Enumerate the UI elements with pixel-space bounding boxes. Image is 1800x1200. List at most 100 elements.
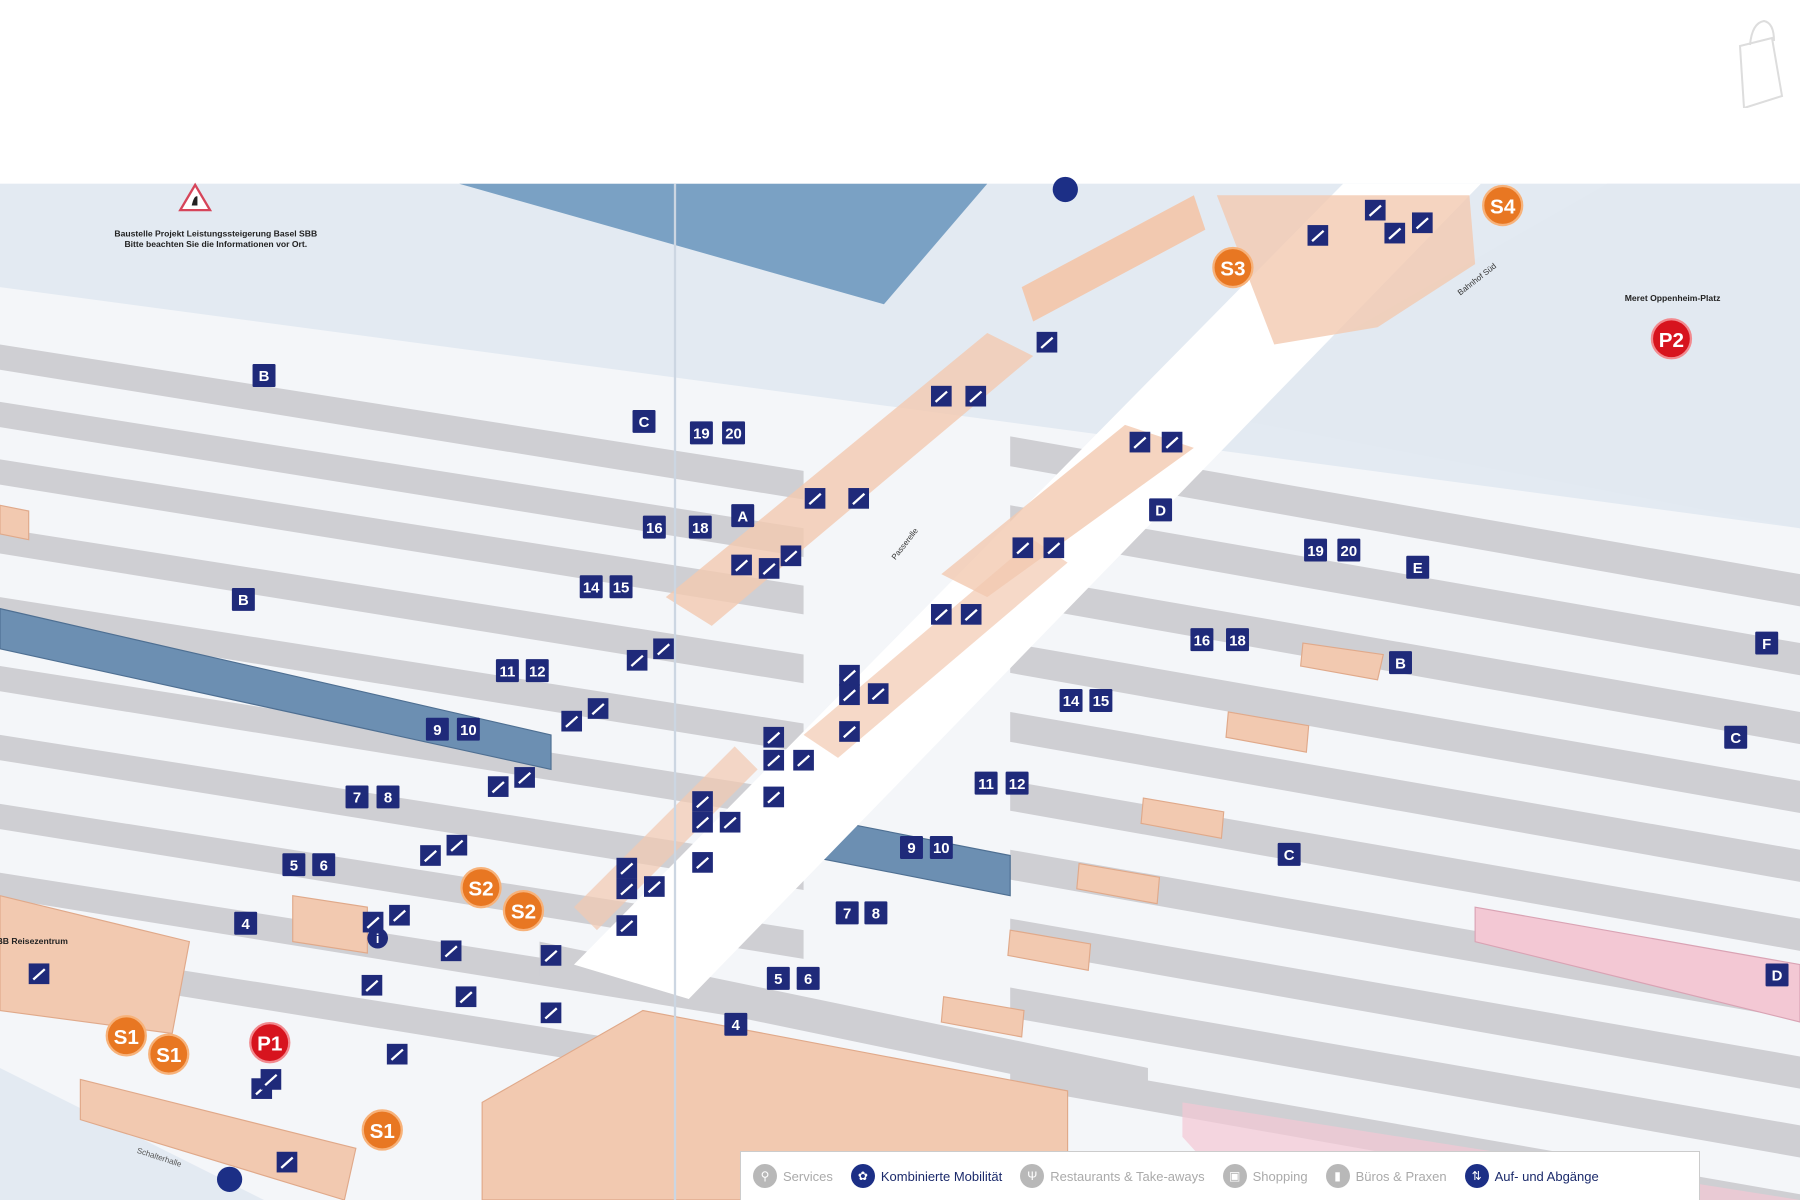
escalator-icon[interactable] bbox=[276, 1151, 298, 1173]
escalator-icon[interactable] bbox=[763, 726, 785, 748]
escalator-icon[interactable] bbox=[848, 488, 870, 509]
escalator-icon[interactable] bbox=[540, 945, 562, 966]
escalator-icon[interactable] bbox=[361, 974, 383, 996]
legend-item[interactable]: ▣Shopping bbox=[1222, 1164, 1308, 1188]
escalator-icon[interactable] bbox=[644, 876, 665, 897]
legend-item[interactable]: ✿Kombinierte Mobilität bbox=[850, 1164, 1002, 1188]
escalator-icon[interactable] bbox=[446, 834, 468, 856]
platform-marker[interactable]: 5 bbox=[282, 853, 306, 877]
platform-marker[interactable]: D bbox=[1149, 498, 1173, 522]
platform-marker[interactable]: 15 bbox=[609, 575, 633, 599]
stairs-marker[interactable]: S1 bbox=[148, 1033, 190, 1075]
platform-marker[interactable]: 14 bbox=[579, 575, 603, 599]
escalator-icon[interactable] bbox=[839, 721, 860, 742]
escalator-icon[interactable] bbox=[867, 683, 889, 704]
escalator-icon[interactable] bbox=[763, 749, 785, 771]
escalator-icon[interactable] bbox=[1129, 431, 1151, 453]
platform-marker[interactable]: D bbox=[1765, 963, 1789, 987]
escalator-icon[interactable] bbox=[1161, 431, 1183, 453]
platform-marker[interactable]: B bbox=[252, 364, 276, 387]
platform-marker[interactable]: 4 bbox=[234, 911, 258, 935]
escalator-icon[interactable] bbox=[1411, 212, 1433, 234]
platform-marker[interactable]: 12 bbox=[1005, 771, 1029, 795]
escalator-icon[interactable] bbox=[561, 710, 583, 732]
escalator-icon[interactable] bbox=[1012, 537, 1034, 559]
escalator-icon[interactable] bbox=[930, 604, 952, 625]
escalator-icon[interactable] bbox=[386, 1043, 408, 1065]
platform-marker[interactable]: 10 bbox=[929, 835, 953, 859]
platform-marker[interactable]: C bbox=[632, 409, 656, 433]
stairs-marker[interactable]: S1 bbox=[361, 1109, 403, 1151]
escalator-icon[interactable] bbox=[455, 986, 477, 1008]
escalator-icon[interactable] bbox=[514, 767, 535, 788]
escalator-icon[interactable] bbox=[653, 638, 674, 660]
escalator-icon[interactable] bbox=[1307, 225, 1329, 246]
escalator-icon[interactable] bbox=[692, 791, 713, 812]
escalator-icon[interactable] bbox=[793, 749, 814, 771]
stairs-marker[interactable]: S1 bbox=[105, 1015, 147, 1057]
platform-marker[interactable]: 8 bbox=[864, 901, 888, 925]
stairs-marker[interactable]: S4 bbox=[1482, 184, 1524, 227]
platform-marker[interactable]: 8 bbox=[376, 785, 400, 809]
platform-marker[interactable]: 9 bbox=[425, 717, 449, 741]
escalator-icon[interactable] bbox=[1043, 537, 1065, 559]
escalator-icon[interactable] bbox=[960, 604, 982, 625]
escalator-icon[interactable] bbox=[763, 786, 785, 808]
mobility-icon[interactable] bbox=[216, 1166, 243, 1192]
escalator-icon[interactable] bbox=[1036, 331, 1058, 353]
escalator-icon[interactable] bbox=[616, 878, 638, 900]
escalator-icon[interactable] bbox=[616, 915, 638, 936]
escalator-icon[interactable] bbox=[692, 852, 713, 873]
escalator-icon[interactable] bbox=[930, 385, 952, 407]
info-icon[interactable]: i bbox=[367, 927, 389, 949]
escalator-icon[interactable] bbox=[965, 385, 987, 407]
escalator-icon[interactable] bbox=[719, 811, 741, 833]
platform-marker[interactable]: 20 bbox=[722, 421, 746, 445]
escalator-icon[interactable] bbox=[1364, 199, 1386, 221]
escalator-icon[interactable] bbox=[1384, 222, 1406, 244]
legend-item[interactable]: ▮Büros & Praxen bbox=[1325, 1164, 1447, 1188]
platform-marker[interactable]: 6 bbox=[312, 853, 336, 877]
platform-marker[interactable]: 16 bbox=[642, 515, 666, 539]
stairs-marker[interactable]: S2 bbox=[502, 889, 545, 932]
escalator-icon[interactable] bbox=[731, 554, 752, 576]
escalator-icon[interactable] bbox=[420, 845, 441, 866]
escalator-icon[interactable] bbox=[804, 488, 826, 509]
escalator-icon[interactable] bbox=[692, 811, 713, 833]
parking-marker[interactable]: P1 bbox=[249, 1022, 291, 1064]
platform-marker[interactable]: 14 bbox=[1059, 688, 1083, 712]
escalator-icon[interactable] bbox=[260, 1069, 282, 1090]
platform-marker[interactable]: 7 bbox=[835, 901, 859, 925]
platform-marker[interactable]: 9 bbox=[900, 835, 923, 859]
platform-marker[interactable]: 20 bbox=[1337, 538, 1361, 562]
escalator-icon[interactable] bbox=[758, 558, 780, 579]
escalator-icon[interactable] bbox=[389, 904, 410, 926]
legend-item[interactable]: ⚲Services bbox=[753, 1164, 833, 1188]
platform-marker[interactable]: 19 bbox=[1304, 538, 1328, 562]
platform-marker[interactable]: B bbox=[1389, 651, 1412, 675]
platform-marker[interactable]: 12 bbox=[525, 659, 549, 683]
platform-marker[interactable]: 18 bbox=[1226, 628, 1249, 652]
stairs-marker[interactable]: S2 bbox=[460, 866, 502, 909]
stairs-marker[interactable]: S3 bbox=[1212, 246, 1254, 289]
escalator-icon[interactable] bbox=[28, 963, 50, 985]
platform-marker[interactable]: 15 bbox=[1089, 688, 1113, 712]
escalator-icon[interactable] bbox=[540, 1002, 562, 1024]
parking-marker[interactable]: P2 bbox=[1650, 318, 1693, 360]
escalator-icon[interactable] bbox=[587, 698, 609, 719]
platform-marker[interactable]: 6 bbox=[796, 966, 820, 990]
platform-marker[interactable]: C bbox=[1277, 842, 1301, 866]
platform-marker[interactable]: F bbox=[1755, 631, 1779, 655]
platform-marker[interactable]: 16 bbox=[1190, 628, 1214, 652]
escalator-icon[interactable] bbox=[362, 911, 384, 933]
escalator-icon[interactable] bbox=[626, 649, 648, 671]
escalator-icon[interactable] bbox=[616, 857, 638, 879]
platform-marker[interactable]: 10 bbox=[456, 717, 480, 741]
platform-marker[interactable]: 18 bbox=[688, 515, 712, 539]
platform-marker[interactable]: A bbox=[731, 504, 755, 528]
escalator-icon[interactable] bbox=[440, 940, 462, 962]
platform-marker[interactable]: 11 bbox=[495, 659, 519, 683]
escalator-icon[interactable] bbox=[780, 545, 802, 567]
